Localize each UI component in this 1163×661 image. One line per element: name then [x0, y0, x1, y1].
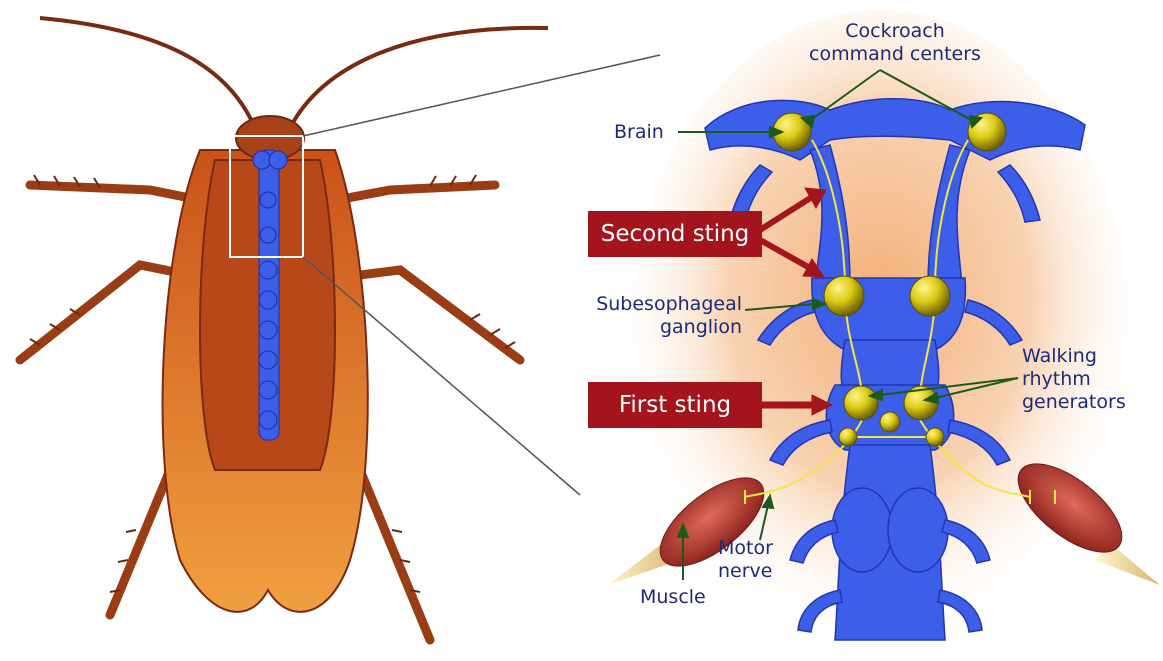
- left-antenna: [40, 18, 255, 128]
- walking-rhythm-generators-label: Walking rhythm generators: [1022, 345, 1152, 414]
- subesophageal-label-line2: ganglion: [548, 316, 742, 339]
- command-centers-label-line1: Cockroach: [790, 20, 1000, 43]
- muscle-label: Muscle: [640, 586, 706, 609]
- first-sting-label: First sting: [588, 382, 762, 428]
- brain-label: Brain: [614, 121, 664, 144]
- right-antenna: [290, 28, 548, 128]
- command-centers-label: Cockroach command centers: [790, 20, 1000, 66]
- walking-label-line1: Walking: [1022, 345, 1152, 368]
- zoom-line-top: [303, 55, 660, 136]
- subesophageal-label-line1: Subesophageal: [548, 293, 742, 316]
- motor-nerve-label: Motor nerve: [718, 537, 773, 583]
- subesophageal-ganglion-left: [824, 276, 864, 316]
- walking-label-line3: generators: [1022, 391, 1152, 414]
- rhythm-generator-left: [844, 386, 878, 420]
- motor-nerve-label-line2: nerve: [718, 560, 773, 583]
- second-sting-label: Second sting: [588, 211, 762, 257]
- command-centers-label-line2: command centers: [790, 43, 1000, 66]
- subesophageal-ganglion-label: Subesophageal ganglion: [548, 293, 742, 339]
- subesophageal-ganglion-right: [910, 276, 950, 316]
- motor-nerve-label-line1: Motor: [718, 537, 773, 560]
- walking-label-line2: rhythm: [1022, 368, 1152, 391]
